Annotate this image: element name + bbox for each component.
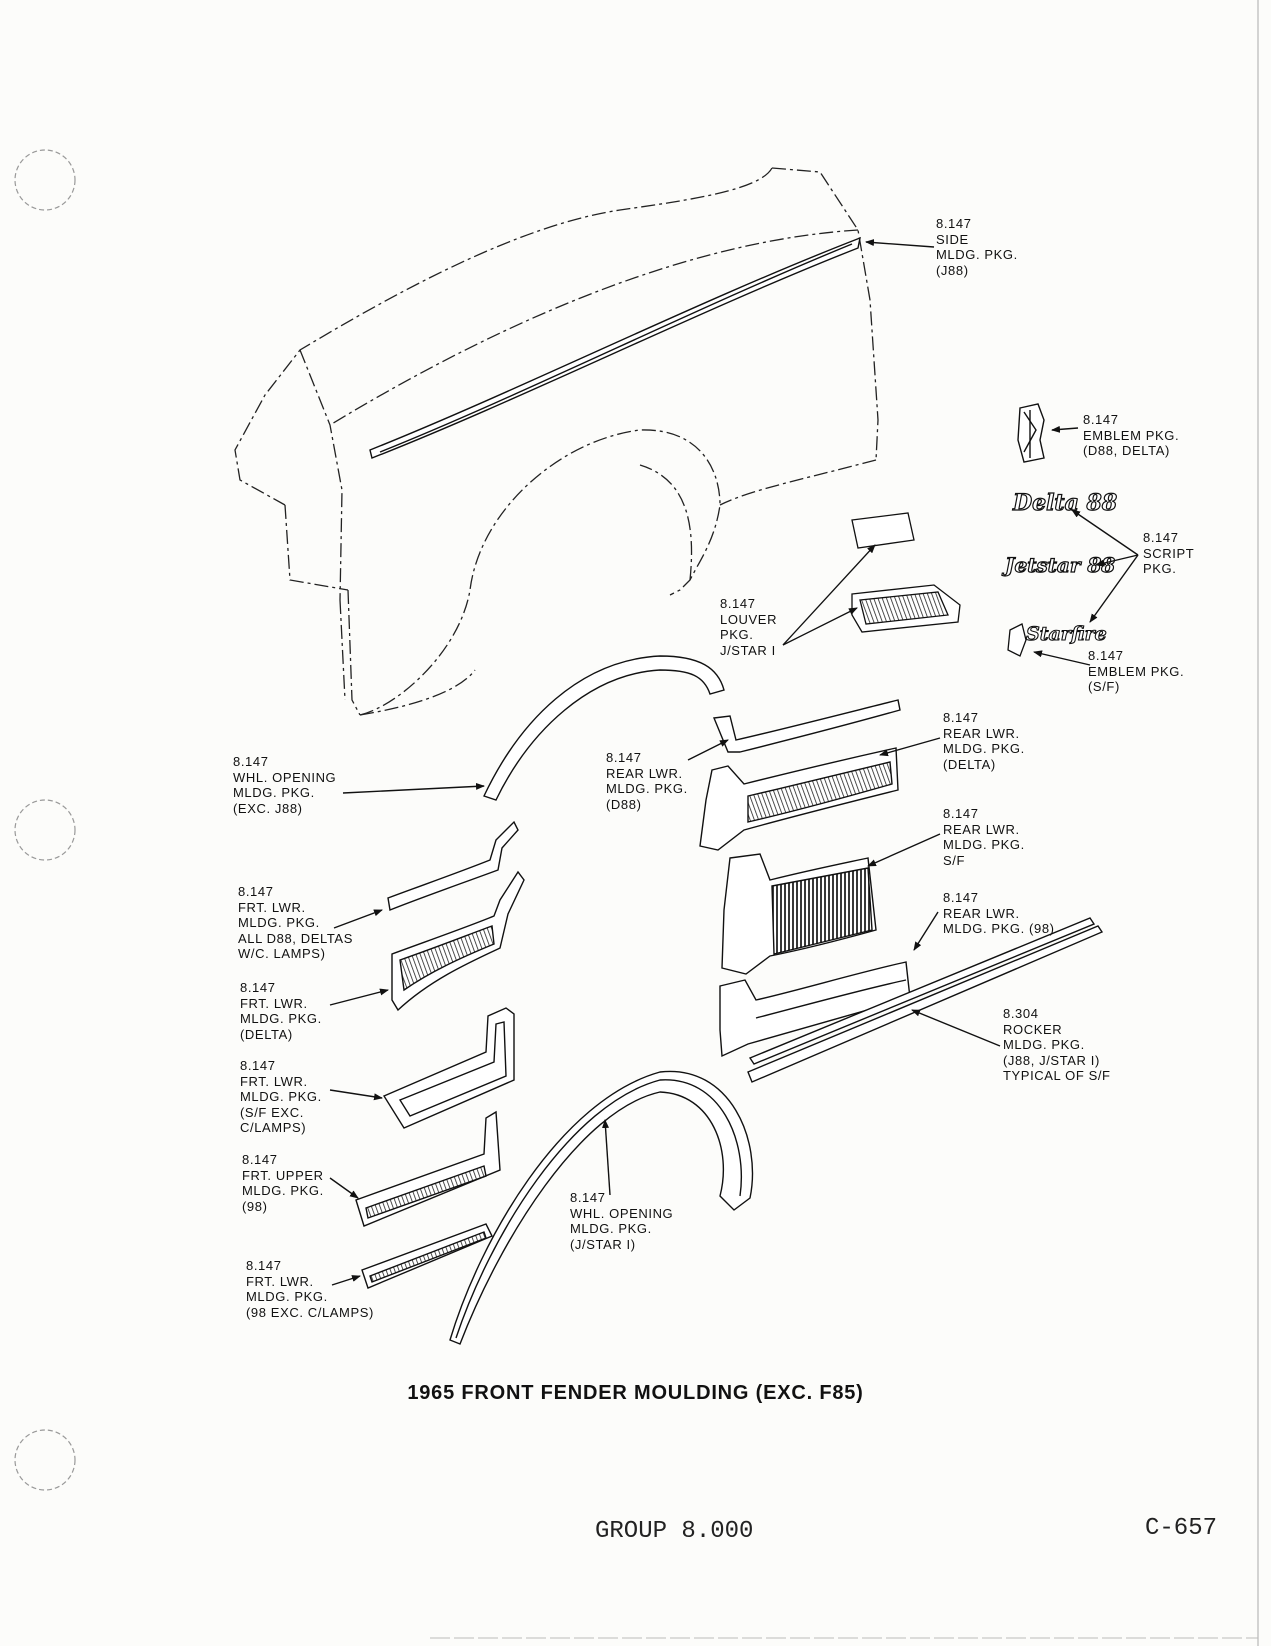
front-lower-moulding-all-d88-part: [387, 820, 519, 911]
rear-lower-moulding-d88-part: [713, 699, 901, 753]
jetstar-88-script-part: Jetstar 88: [1000, 552, 1115, 577]
starfire-script-part: Starfire: [1007, 622, 1107, 657]
page-number: C-657: [1145, 1515, 1218, 1542]
front-lower-moulding-sf-part: [382, 1007, 515, 1129]
binder-holes: [14, 149, 76, 1491]
front-lower-moulding-98-part: [361, 1223, 493, 1289]
front-fender-outline: [234, 167, 879, 716]
rear-lower-moulding-delta-part: [699, 747, 899, 851]
svg-text:Jetstar 88: Jetstar 88: [1001, 553, 1115, 577]
rear-lower-moulding-sf-part: [721, 853, 877, 975]
front-lower-moulding-delta-part: [391, 870, 525, 1012]
diagram-title: 1965 FRONT FENDER MOULDING (EXC. F85): [407, 1382, 864, 1404]
wheel-opening-moulding-jstar-part: [449, 1070, 754, 1345]
side-moulding-part: [369, 236, 861, 459]
svg-text:Starfire: Starfire: [1026, 623, 1107, 645]
svg-text:Delta 88: Delta 88: [1012, 490, 1117, 516]
wheel-opening-moulding-part: [483, 655, 725, 801]
group-number: GROUP 8.000: [595, 1518, 754, 1545]
rocker-moulding-part: [747, 917, 1104, 1083]
louver-part: [851, 512, 961, 633]
delta-88-script-part: Delta 88: [1011, 489, 1117, 516]
emblem-d88-part: [1017, 403, 1045, 463]
front-upper-moulding-98-part: [355, 1110, 501, 1227]
